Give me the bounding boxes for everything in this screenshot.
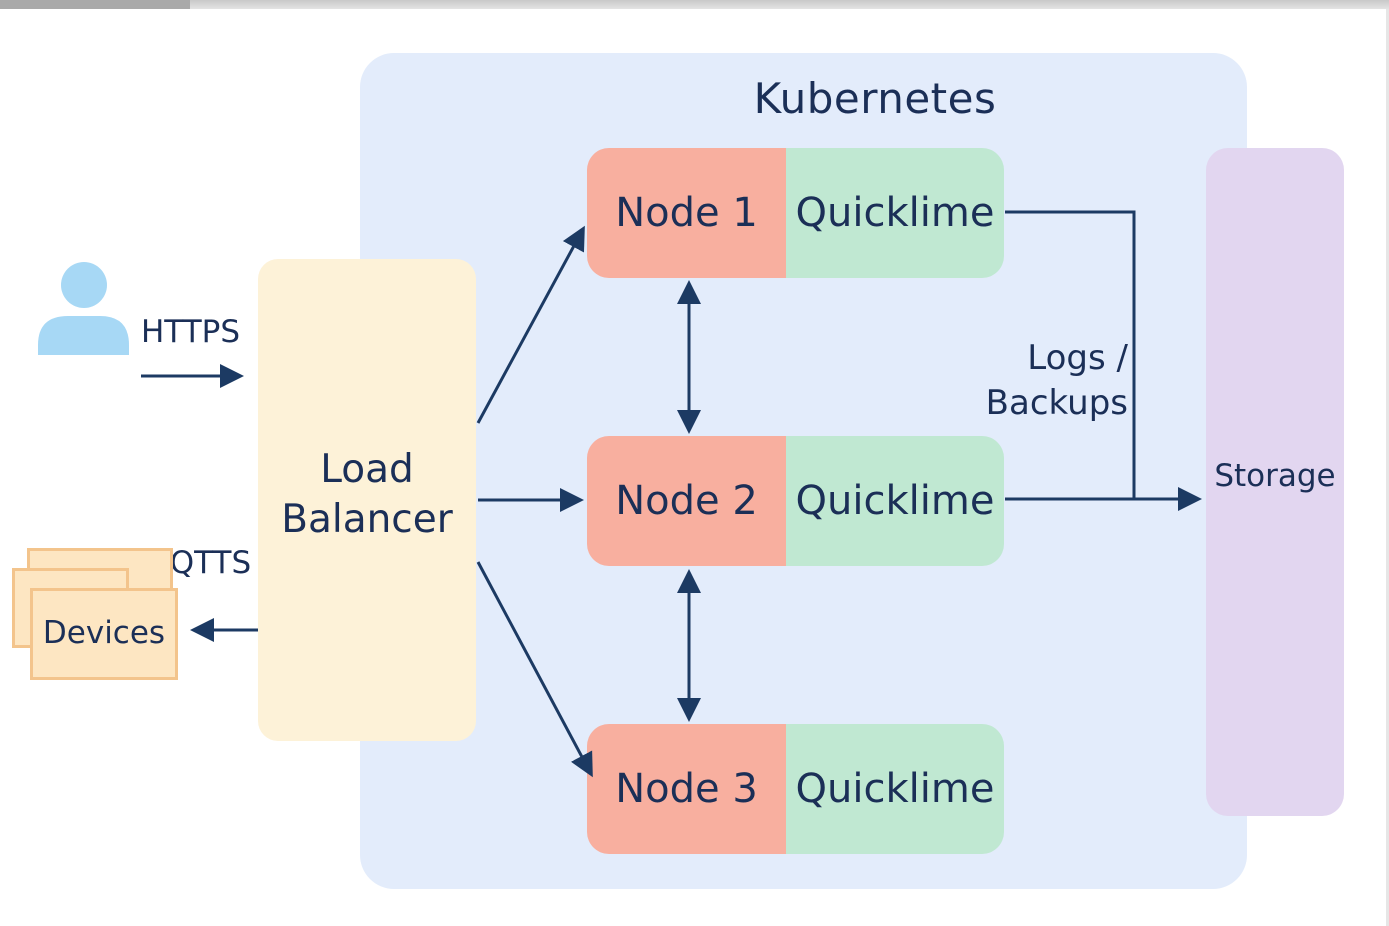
https-label: HTTPS <box>141 314 241 350</box>
node-3-app: Quicklime <box>786 724 1004 854</box>
window-tab <box>0 0 190 9</box>
node-1-app: Quicklime <box>786 148 1004 278</box>
user-icon <box>38 262 129 355</box>
node-1-to-storage-line <box>1005 210 1136 499</box>
node-2: Node 2 Quicklime <box>587 436 1004 566</box>
load-balancer-label-line2: Balancer <box>281 497 453 542</box>
storage-label: Storage <box>1214 458 1336 494</box>
node-2-name: Node 2 <box>587 436 786 566</box>
node-2-app: Quicklime <box>786 436 1004 566</box>
node-1: Node 1 Quicklime <box>587 148 1004 278</box>
storage <box>1206 148 1344 816</box>
lb-to-node-3-arrow <box>476 561 593 778</box>
logs-label-line2: Backups <box>985 383 1128 423</box>
node-1-name: Node 1 <box>587 148 786 278</box>
logs-label-line1: Logs / <box>1027 338 1128 378</box>
window-top-bar <box>0 0 1389 9</box>
window-right-edge <box>1386 9 1389 926</box>
load-balancer <box>258 259 476 741</box>
logs-backups-label: Logs / Backups <box>968 336 1128 426</box>
load-balancer-label: Load Balancer <box>258 445 476 545</box>
kubernetes-title: Kubernetes <box>753 74 997 123</box>
node-3-name: Node 3 <box>587 724 786 854</box>
load-balancer-label-line1: Load <box>320 447 414 492</box>
devices-stack <box>12 548 182 688</box>
devices-label: Devices <box>42 615 166 651</box>
node-3: Node 3 Quicklime <box>587 724 1004 854</box>
device-card-front <box>30 588 178 680</box>
lb-to-node-1-arrow <box>476 225 585 424</box>
